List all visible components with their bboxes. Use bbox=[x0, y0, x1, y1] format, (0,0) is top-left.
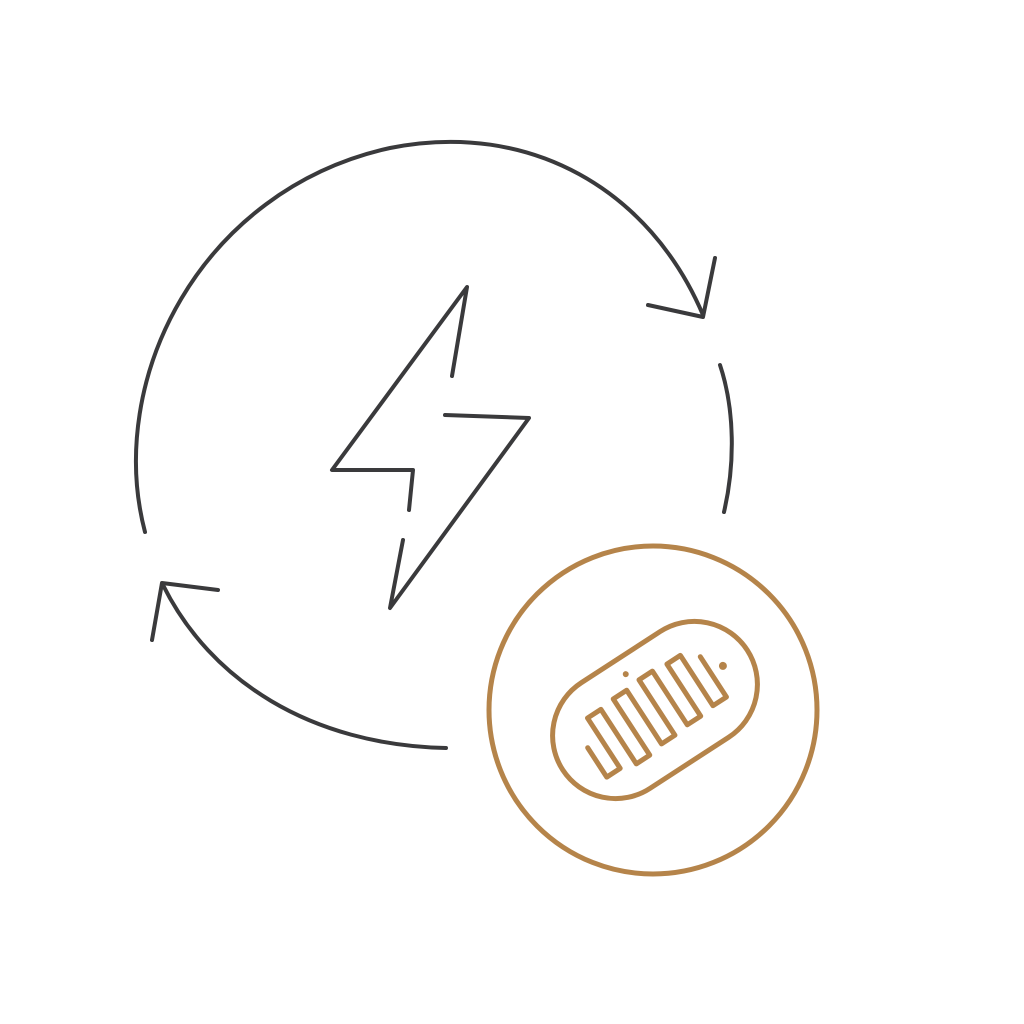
mitochondrion-cristae bbox=[585, 652, 729, 780]
mitochondrion-icon bbox=[550, 618, 760, 802]
cycle-arrowhead-right bbox=[646, 256, 717, 319]
cycle-arrows-icon bbox=[134, 139, 734, 750]
cycle-arrowhead-left bbox=[150, 581, 220, 642]
mitochondrion-outer-membrane bbox=[550, 618, 760, 802]
mitochondrion-granule bbox=[622, 671, 629, 678]
cycle-arc-right bbox=[718, 363, 734, 514]
cycle-arc-bottom bbox=[161, 583, 448, 750]
badge-ring bbox=[486, 543, 820, 877]
bolt-lower bbox=[388, 413, 531, 610]
mitochondrion-granule bbox=[718, 661, 727, 670]
bolt-upper bbox=[330, 285, 469, 512]
lightning-bolt-icon bbox=[330, 285, 531, 610]
cycle-arc-main bbox=[134, 139, 705, 534]
mitochondrion-badge bbox=[486, 543, 820, 877]
